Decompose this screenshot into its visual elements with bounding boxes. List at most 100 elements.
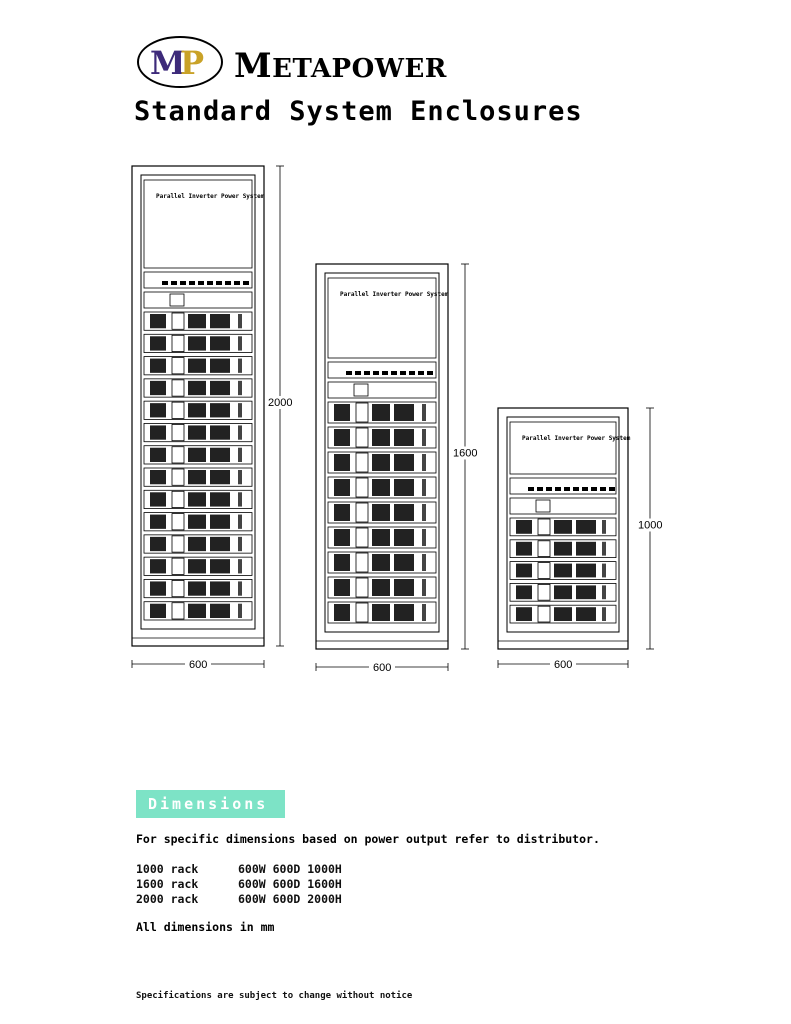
module-handle-panel (537, 540, 551, 557)
module-latch (422, 579, 426, 596)
height-label-bg (636, 518, 664, 532)
module-vent-mid (554, 563, 572, 578)
module-vent-right (210, 603, 230, 618)
rack-inner-frame (506, 416, 620, 633)
module-handle-panel (355, 552, 369, 573)
module-vent-right (210, 358, 230, 373)
module-vent-left (150, 514, 166, 529)
inverter-module (143, 489, 253, 509)
module-vent-mid (188, 514, 206, 529)
module-handle-panel (171, 513, 185, 531)
module-latch (602, 520, 606, 534)
monitor-led (582, 487, 588, 491)
module-vent-left (150, 314, 166, 329)
module-frame (143, 556, 253, 576)
monitor-strip (509, 477, 617, 495)
inverter-module (509, 539, 617, 558)
monitor-led (346, 371, 352, 375)
module-frame (327, 401, 437, 424)
module-latch (238, 559, 242, 574)
module-frame (143, 445, 253, 465)
module-latch (422, 504, 426, 521)
module-frame (143, 378, 253, 398)
rack-name: 1600 rack (136, 877, 199, 891)
module-vent-right (576, 585, 596, 600)
module-vent-left (150, 380, 166, 396)
module-frame (143, 579, 253, 599)
module-vent-left (334, 404, 350, 421)
module-vent-mid (188, 403, 206, 418)
brand-name: METAPOWER (234, 46, 447, 86)
module-latch (238, 470, 242, 485)
module-handle-panel (171, 490, 185, 508)
module-vent-mid (188, 336, 206, 351)
module-latch (602, 585, 606, 600)
height-dimension-label: 2000 (268, 397, 292, 409)
module-vent-left (334, 454, 350, 471)
module-vent-mid (554, 607, 572, 621)
inverter-module (327, 601, 437, 624)
module-handle-panel (537, 605, 551, 623)
module-frame (143, 423, 253, 443)
module-vent-mid (372, 604, 390, 621)
module-handle-panel (171, 446, 185, 464)
module-latch (422, 604, 426, 621)
module-frame (143, 467, 253, 487)
module-handle-panel (355, 427, 369, 448)
module-frame (143, 512, 253, 532)
module-vent-mid (188, 425, 206, 440)
module-vent-mid (372, 504, 390, 521)
width-label-bg (550, 656, 576, 670)
module-frame (509, 517, 617, 537)
module-vent-right (394, 529, 414, 546)
controller-unit (509, 497, 617, 515)
inverter-module (143, 579, 253, 599)
module-frame (327, 551, 437, 574)
header-panel-label: Parallel Inverter Power System (522, 435, 631, 442)
module-frame (509, 561, 617, 580)
height-label-bg (266, 396, 294, 409)
module-handle-panel (171, 424, 185, 442)
module-vent-mid (372, 454, 390, 471)
brand-first-letter: M (234, 46, 273, 86)
module-handle-panel (171, 357, 185, 375)
module-vent-mid (188, 492, 206, 507)
module-latch (238, 336, 242, 351)
module-vent-left (150, 403, 166, 418)
module-frame (143, 489, 253, 509)
controller-unit (327, 381, 437, 399)
monitor-led (234, 281, 240, 285)
page-title: Standard System Enclosures (134, 96, 583, 127)
module-vent-right (210, 447, 230, 462)
module-vent-mid (372, 579, 390, 596)
module-latch (238, 514, 242, 529)
inverter-module (143, 400, 253, 420)
monitor-led (546, 487, 552, 491)
module-vent-left (334, 504, 350, 521)
module-frame (327, 526, 437, 549)
header-panel-label: Parallel Inverter Power System (156, 193, 265, 200)
header-panel (143, 179, 253, 269)
controller-display (353, 383, 369, 397)
module-frame (509, 539, 617, 558)
module-frame (143, 333, 253, 353)
module-frame (327, 601, 437, 624)
units-note: All dimensions in mm (136, 920, 275, 934)
monitor-led (207, 281, 213, 285)
module-vent-mid (188, 358, 206, 373)
module-handle-panel (171, 580, 185, 598)
module-handle-panel (171, 334, 185, 352)
monitor-led (216, 281, 222, 285)
height-dimension-label: 1000 (638, 520, 662, 532)
module-vent-right (394, 504, 414, 521)
monitor-strip (327, 361, 437, 379)
module-handle-panel (171, 468, 185, 486)
module-vent-mid (372, 554, 390, 571)
module-vent-left (516, 607, 532, 621)
module-vent-right (394, 579, 414, 596)
module-frame (509, 582, 617, 602)
